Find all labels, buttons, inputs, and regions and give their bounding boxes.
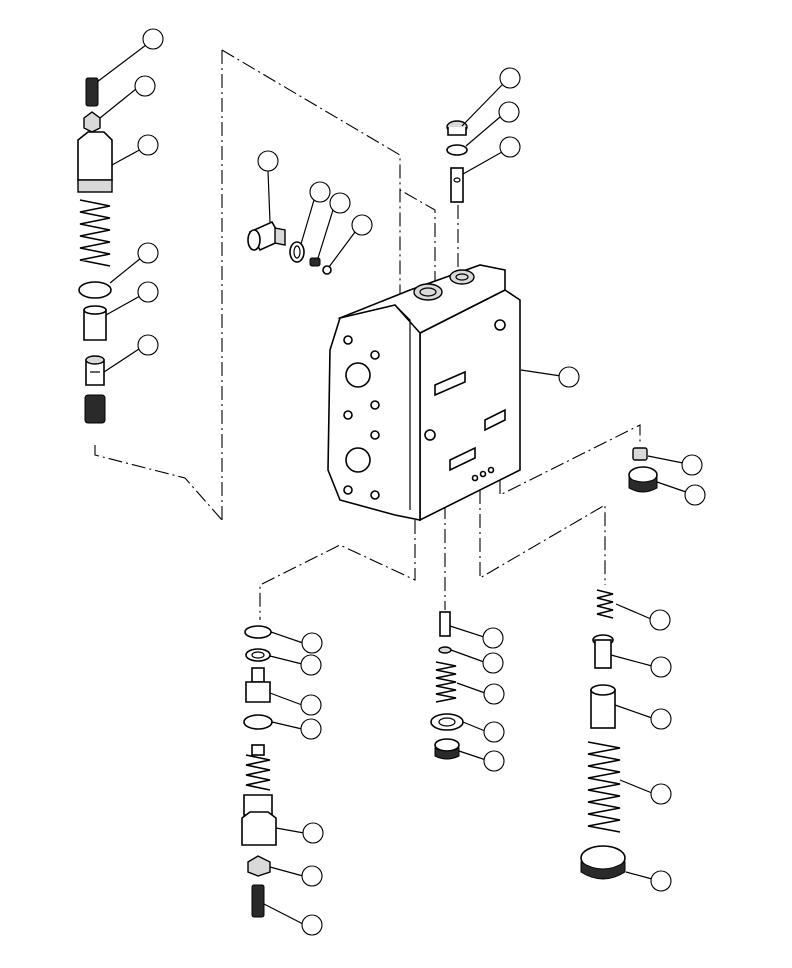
callout-balloon[interactable] [257,150,279,172]
callout-balloon[interactable] [499,67,521,89]
lower-center-plug [430,611,464,760]
callout-balloon[interactable] [301,632,323,654]
callout-balloon[interactable] [649,609,671,631]
callout-balloon[interactable] [482,627,504,649]
callout-balloon[interactable] [558,366,580,388]
top-right-plug [446,120,468,203]
callout-balloon[interactable] [301,914,323,936]
lower-left-cartridge [241,625,277,918]
spring [79,199,111,267]
callout-balloon[interactable] [499,136,521,158]
callout-balloon[interactable] [483,721,505,743]
callout-balloon[interactable] [300,694,322,716]
callout-balloon[interactable] [137,134,159,156]
lower-right-cartridge [580,589,626,880]
spring [435,661,457,703]
callout-balloon[interactable] [301,865,323,887]
callout-balloon[interactable] [309,181,331,203]
callout-balloon[interactable] [650,708,672,730]
callout-balloon[interactable] [134,75,156,97]
spring [596,589,614,619]
callout-balloon[interactable] [650,783,672,805]
callout-balloon[interactable] [483,683,505,705]
centerlines [94,49,641,620]
valve-body [327,264,521,522]
callout-balloon[interactable] [351,214,373,236]
spring [587,741,621,833]
upper-left-cartridge [77,77,113,424]
callouts [134,28,706,936]
callout-balloon[interactable] [684,484,706,506]
callout-balloon[interactable] [137,334,159,356]
callout-balloon[interactable] [137,242,159,264]
callout-balloon[interactable] [300,654,322,676]
callout-balloon[interactable] [142,28,164,50]
callout-balloon[interactable] [650,656,672,678]
callout-balloon[interactable] [302,822,324,844]
side-plug-assembly [247,220,332,275]
leader-lines [96,44,687,925]
callout-balloon[interactable] [650,870,672,892]
spring [245,754,271,791]
callout-balloon[interactable] [498,101,520,123]
callout-balloon[interactable] [329,192,351,214]
callout-balloon[interactable] [137,281,159,303]
callout-balloon[interactable] [482,652,504,674]
callout-balloon[interactable] [483,750,505,772]
callout-balloon[interactable] [300,718,322,740]
right-plug [628,447,658,493]
callout-balloon[interactable] [681,454,703,476]
